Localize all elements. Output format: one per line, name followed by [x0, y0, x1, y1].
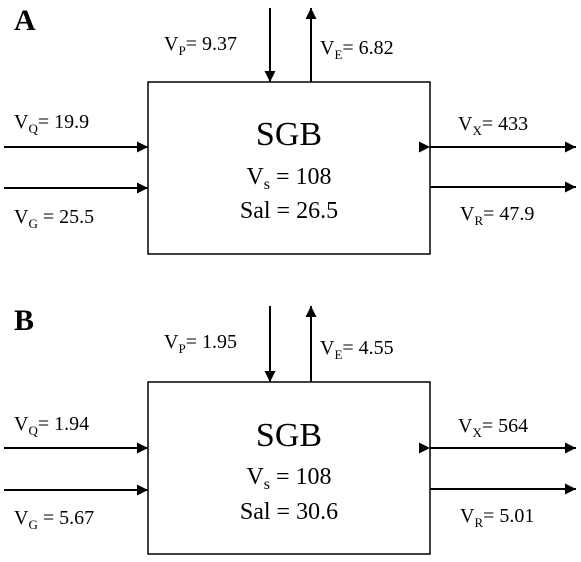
flow-label-ve-a: VE= 6.82 — [320, 37, 394, 62]
flow-label-vg-a: VG = 25.5 — [14, 206, 94, 231]
flow-label-vx-b: VX= 564 — [458, 415, 528, 440]
panel-b: B SGB Vs = 108 Sal = 30.6 VP= 1.95 VE= 4… — [4, 304, 576, 555]
volume-readout-a: Vs = 108 — [246, 164, 331, 193]
flow-label-ve-b: VE= 4.55 — [320, 337, 394, 362]
volume-readout-b: Vs = 108 — [246, 464, 331, 493]
box-title-a: SGB — [256, 116, 322, 153]
box-title-b: SGB — [256, 417, 322, 454]
flow-label-vr-a: VR= 47.9 — [460, 203, 534, 228]
flow-label-vx-a: VX= 433 — [458, 113, 528, 138]
sgb-box-b — [147, 381, 431, 555]
flow-label-vq-a: VQ= 19.9 — [14, 111, 89, 136]
panel-a: A SGB Vs = 108 Sal = 26.5 VP= 9.37 VE= 6… — [4, 4, 576, 255]
flow-label-vp-a: VP= 9.37 — [164, 33, 237, 58]
salinity-readout-b: Sal = 30.6 — [240, 499, 338, 525]
flow-label-vr-b: VR= 5.01 — [460, 505, 534, 530]
panel-label-b: B — [14, 304, 34, 337]
flow-label-vp-b: VP= 1.95 — [164, 331, 237, 356]
sgb-box-a — [147, 81, 431, 255]
flow-label-vq-b: VQ= 1.94 — [14, 413, 89, 438]
panel-label-a: A — [14, 4, 36, 37]
salinity-readout-a: Sal = 26.5 — [240, 198, 338, 224]
flow-label-vg-b: VG = 5.67 — [14, 507, 94, 532]
